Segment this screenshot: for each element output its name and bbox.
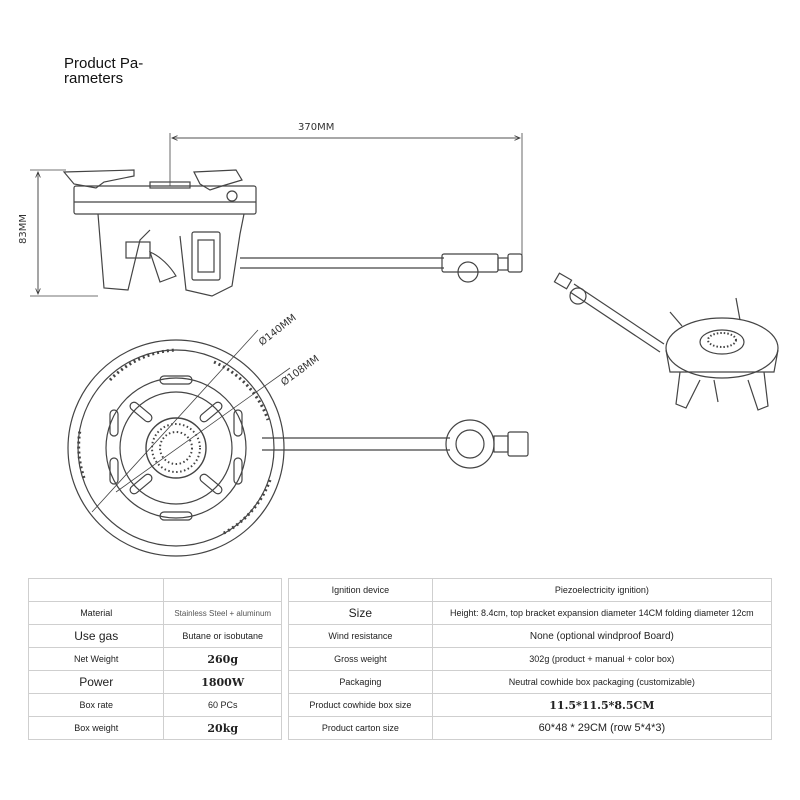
param-value: 260g — [163, 647, 282, 671]
param-label: Packaging — [288, 670, 433, 694]
param-value: 60 PCs — [163, 693, 282, 717]
param-label: Wind resistance — [288, 624, 433, 648]
page-title: Product Pa- rameters — [64, 56, 143, 86]
table-row: Packaging Neutral cowhide box packaging … — [288, 670, 773, 694]
page-title-line2: rameters — [64, 70, 124, 87]
param-label: Gross weight — [288, 647, 433, 671]
isometric-view — [553, 272, 779, 411]
param-label: Power — [27, 670, 165, 694]
param-value: Piezoelectricity ignition) — [431, 578, 773, 602]
param-label: Size — [288, 601, 433, 625]
param-label: Product cowhide box size — [288, 693, 433, 717]
table-row: Material Stainless Steel + aluminum — [27, 601, 282, 625]
page-title-line1: Product Pa- — [64, 55, 144, 72]
side-view — [30, 133, 523, 297]
table-row: Wind resistance None (optional windproof… — [288, 624, 773, 648]
table-row: Box rate 60 PCs — [27, 693, 282, 717]
param-value: None (optional windproof Board) — [431, 624, 773, 648]
param-label: Use gas — [27, 624, 165, 648]
param-label: Net Weight — [27, 647, 165, 671]
param-value: Stainless Steel + aluminum — [163, 601, 282, 625]
param-label: Box weight — [27, 716, 165, 740]
param-label: Material — [27, 601, 165, 625]
table-row: Use gas Butane or isobutane — [27, 624, 282, 648]
param-value: Height: 8.4cm, top bracket expansion dia… — [431, 601, 773, 625]
technical-drawing: 370MM 83MM Ø140MM Ø — [18, 122, 779, 557]
inner-diameter-label: Ø108MM — [279, 353, 322, 389]
param-value: Butane or isobutane — [163, 624, 282, 648]
height-label: 83MM — [18, 214, 29, 244]
table-row: Product cowhide box size 11.5*11.5*8.5CM — [288, 693, 773, 717]
param-value: 20kg — [163, 716, 282, 740]
outer-diameter-label: Ø140MM — [256, 312, 298, 349]
left-parameters-table: Material Stainless Steel + aluminum Use … — [27, 578, 282, 740]
table-row: Ignition device Piezoelectricity ignitio… — [288, 578, 773, 602]
outer-diameter-leader — [91, 329, 259, 513]
param-label: Box rate — [27, 693, 165, 717]
table-row: Size Height: 8.4cm, top bracket expansio… — [288, 601, 773, 625]
top-view — [67, 329, 529, 557]
inner-diameter-leader — [115, 367, 291, 493]
param-value: 302g (product + manual + color box) — [431, 647, 773, 671]
param-value: 11.5*11.5*8.5CM — [431, 693, 773, 717]
param-value: Neutral cowhide box packaging (customiza… — [431, 670, 773, 694]
param-label: Product carton size — [288, 716, 433, 740]
param-value: 60*48 * 29CM (row 5*4*3) — [431, 716, 773, 740]
length-label: 370MM — [298, 122, 334, 133]
param-value: 1800W — [163, 670, 282, 694]
table-row: Gross weight 302g (product + manual + co… — [288, 647, 773, 671]
right-parameters-table: Ignition device Piezoelectricity ignitio… — [288, 578, 773, 740]
param-label: Ignition device — [288, 578, 433, 602]
table-row: Box weight 20kg — [27, 716, 282, 740]
table-row: Net Weight 260g — [27, 647, 282, 671]
table-row: Product carton size 60*48 * 29CM (row 5*… — [288, 716, 773, 740]
table-row: Power 1800W — [27, 670, 282, 694]
